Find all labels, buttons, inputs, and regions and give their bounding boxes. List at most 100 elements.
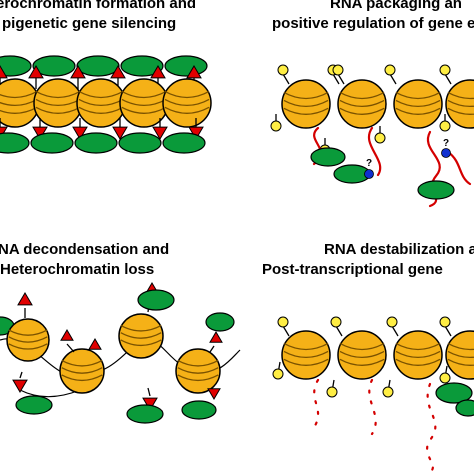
red-triangle-down <box>142 397 158 411</box>
rna-fragment <box>426 382 437 474</box>
dna-wrap-line <box>339 99 385 108</box>
nucleosome <box>6 318 50 362</box>
green-protein-bottom <box>74 132 118 154</box>
nucleosome <box>445 79 474 129</box>
red-triangle-up <box>186 65 202 79</box>
green-protein <box>455 399 474 417</box>
dna-wrap-line <box>447 358 474 366</box>
red-triangle-up <box>70 65 86 79</box>
histone-tail <box>209 345 215 353</box>
green-protein-top <box>32 55 76 77</box>
green-protein-bottom <box>118 132 162 154</box>
histone-tail <box>389 73 397 85</box>
dna-wrap-line <box>447 99 474 108</box>
histone-tail <box>444 325 452 337</box>
rna-fragment <box>310 378 320 432</box>
tail-ball <box>439 316 451 328</box>
dna-wrap-line <box>35 90 81 99</box>
histone-tail <box>19 371 23 379</box>
dna-wrap-line <box>283 342 329 351</box>
blue-dot <box>441 148 451 158</box>
nucleosome <box>76 78 126 128</box>
nucleosome-core <box>337 330 387 380</box>
green-protein <box>417 180 455 200</box>
green-protein <box>181 400 217 420</box>
dna-wrap-line <box>8 336 48 343</box>
green-protein-top <box>120 55 164 77</box>
red-triangle-up <box>209 331 223 343</box>
dna-wrap-line <box>339 91 385 100</box>
nucleosome-core <box>281 79 331 129</box>
red-triangle-down <box>152 126 168 140</box>
red-triangle-down <box>112 126 128 140</box>
nucleosome <box>281 79 331 129</box>
histone-tail <box>147 387 151 397</box>
dna-wrap-line <box>61 374 103 382</box>
dna-wrap-line <box>8 329 48 336</box>
red-triangle-up <box>88 338 102 350</box>
histone-tail <box>332 73 340 85</box>
nucleosome <box>393 330 443 380</box>
rna-strand <box>446 150 472 186</box>
nucleosome-core <box>281 330 331 380</box>
tail-ball <box>330 316 342 328</box>
nucleosome <box>281 330 331 380</box>
green-protein-top <box>0 55 32 77</box>
red-triangle-down <box>32 126 48 140</box>
nucleosome <box>119 78 169 128</box>
dna-wrap-line <box>164 90 210 99</box>
green-protein-bottom <box>30 132 74 154</box>
green-protein <box>137 289 175 311</box>
nucleosome-core <box>393 330 443 380</box>
red-triangle-up <box>60 329 74 341</box>
nucleosome-core <box>6 318 50 362</box>
nucleosome <box>162 78 212 128</box>
tail-ball <box>277 316 289 328</box>
dna-wrap-line <box>120 339 162 347</box>
tail-ball <box>439 64 451 76</box>
nucleosome-core <box>337 79 387 129</box>
title-bottom-left-line1: NA decondensation and <box>0 241 170 258</box>
green-protein <box>126 404 164 424</box>
histone-tail <box>337 73 345 85</box>
dna-wrap-line <box>121 106 167 114</box>
green-protein <box>15 395 53 415</box>
dna-wrap-line <box>339 107 385 115</box>
red-triangle-up <box>110 65 126 79</box>
nucleosome <box>175 348 221 394</box>
histone-tail <box>66 343 75 353</box>
dna-wrap-line <box>35 106 81 114</box>
red-triangle-down <box>188 126 204 140</box>
dna-wrap-line <box>395 358 441 366</box>
tail-ball <box>277 64 289 76</box>
dna-wrap-line <box>447 350 474 359</box>
red-triangle-down <box>72 126 88 140</box>
rna-fragment <box>368 378 377 436</box>
red-triangle-up <box>17 292 33 306</box>
green-protein-bottom <box>0 132 30 154</box>
dna-wrap-line <box>283 91 329 100</box>
green-protein-top <box>164 55 208 77</box>
dna-wrap-line <box>8 343 48 350</box>
tail-ball <box>332 64 344 76</box>
dna-wrap-line <box>395 99 441 108</box>
dna-wrap-line <box>120 332 162 339</box>
dna-wrap-line <box>395 91 441 100</box>
dna-wrap-line <box>78 90 124 99</box>
dna-wrap-line <box>395 350 441 359</box>
dna-wrap-line <box>339 350 385 359</box>
dna-wrap-line <box>395 342 441 351</box>
green-protein-bottom <box>162 132 206 154</box>
nucleosome-core <box>59 348 105 394</box>
green-protein <box>435 382 473 404</box>
histone-tail <box>391 325 399 337</box>
nucleosome <box>0 78 40 128</box>
red-triangle-down <box>207 388 221 400</box>
red-triangle-up <box>28 65 44 79</box>
green-protein-top <box>76 55 120 77</box>
red-triangle-up <box>150 65 166 79</box>
green-protein <box>310 147 346 167</box>
nucleosome <box>118 313 164 359</box>
nucleosome <box>337 79 387 129</box>
dna-wrap-line <box>447 91 474 100</box>
